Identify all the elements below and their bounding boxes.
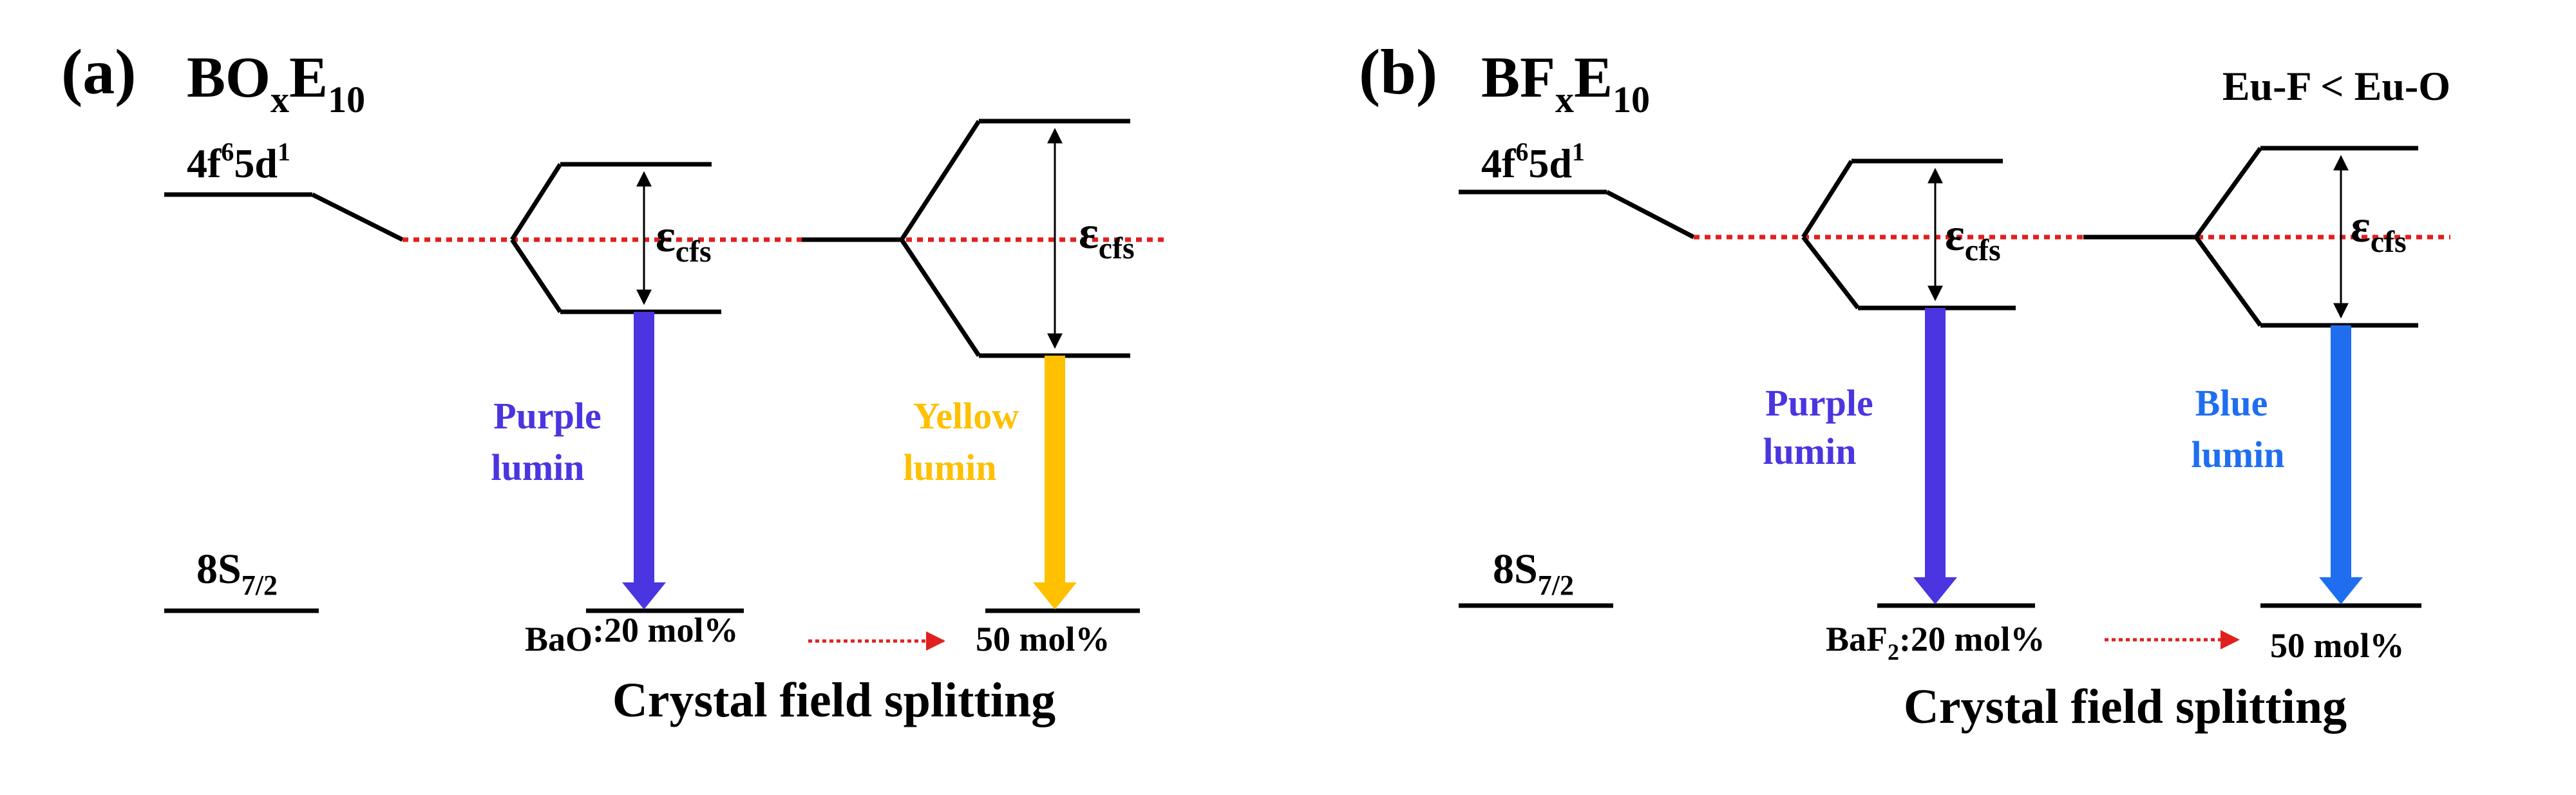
concentration-start-label: BaF2:20 mol% bbox=[1826, 620, 2045, 665]
purple-lumin-label-line1: Purple bbox=[493, 395, 601, 437]
yellow-lumin-label-line2: lumin bbox=[903, 446, 996, 488]
split-upper-branch bbox=[1801, 160, 1853, 238]
arrow-head bbox=[1913, 577, 1957, 604]
concentration-end-label: 50 mol% bbox=[2270, 626, 2405, 665]
arrow-head bbox=[2319, 577, 2363, 604]
purple-emission-arrow bbox=[1913, 308, 1957, 604]
split-levels-right: εcfs bbox=[802, 119, 1135, 358]
arrow-shaft bbox=[1045, 356, 1065, 582]
split-upper-branch bbox=[2194, 146, 2262, 239]
panel-caption: Crystal field splitting bbox=[1904, 680, 2347, 734]
panel-b: (b) BFxE10 Eu-F < Eu-O 4f65d1 εcfs bbox=[1359, 36, 2450, 734]
split-lower-branch bbox=[900, 238, 981, 357]
split-levels-left: εcfs bbox=[510, 162, 721, 314]
split-lower-branch bbox=[2194, 235, 2262, 327]
panel-label: (b) bbox=[1359, 36, 1437, 108]
purple-emission-arrow bbox=[622, 312, 666, 609]
excited-level-connector bbox=[1605, 189, 1695, 240]
panel-a: (a) BOxE10 4f65d1 εcfs bbox=[61, 36, 1166, 727]
split-lower-branch bbox=[510, 238, 562, 313]
split-upper-branch bbox=[900, 120, 981, 241]
bond-comparison-annotation: Eu-F < Eu-O bbox=[2222, 63, 2450, 109]
arrow-shaft bbox=[634, 312, 654, 582]
split-levels-left: εcfs bbox=[1801, 158, 2016, 311]
panel-label: (a) bbox=[61, 36, 137, 108]
yellow-lumin-label-line1: Yellow bbox=[913, 395, 1019, 437]
arrow-shaft bbox=[2331, 325, 2351, 577]
composition-title: BFxE10 bbox=[1481, 46, 1650, 120]
arrow-shaft bbox=[1925, 308, 1946, 577]
composition-title: BOxE10 bbox=[187, 46, 365, 120]
concentration-end-label: 50 mol% bbox=[976, 620, 1110, 658]
excited-state-label: 4f65d1 bbox=[1481, 137, 1585, 186]
ground-state-label: 8S7/2 bbox=[1493, 546, 1574, 601]
blue-lumin-label-line1: Blue bbox=[2195, 382, 2268, 424]
yellow-emission-arrow bbox=[1033, 356, 1077, 609]
blue-lumin-label-line2: lumin bbox=[2191, 434, 2284, 475]
cfs-label: εcfs bbox=[2351, 200, 2407, 259]
split-upper-branch bbox=[510, 163, 562, 241]
ground-state-label: 8S7/2 bbox=[196, 546, 278, 601]
excited-state-label: 4f65d1 bbox=[187, 137, 290, 186]
panel-caption: Crystal field splitting bbox=[612, 673, 1056, 727]
concentration-start-label: BaO:20 mol% bbox=[525, 611, 739, 658]
split-lower-branch bbox=[1801, 235, 1860, 310]
cfs-label: εcfs bbox=[656, 210, 712, 269]
cfs-label: εcfs bbox=[1945, 209, 2001, 267]
cfs-label: εcfs bbox=[1079, 207, 1135, 265]
split-levels-right: εcfs bbox=[2083, 146, 2418, 328]
arrow-head bbox=[622, 582, 666, 609]
blue-emission-arrow bbox=[2319, 325, 2363, 604]
arrow-head bbox=[1033, 582, 1077, 609]
excited-level-connector bbox=[311, 192, 404, 242]
purple-lumin-label-line2: lumin bbox=[1763, 430, 1856, 472]
purple-lumin-label-line2: lumin bbox=[491, 446, 584, 488]
purple-lumin-label-line1: Purple bbox=[1765, 382, 1873, 424]
